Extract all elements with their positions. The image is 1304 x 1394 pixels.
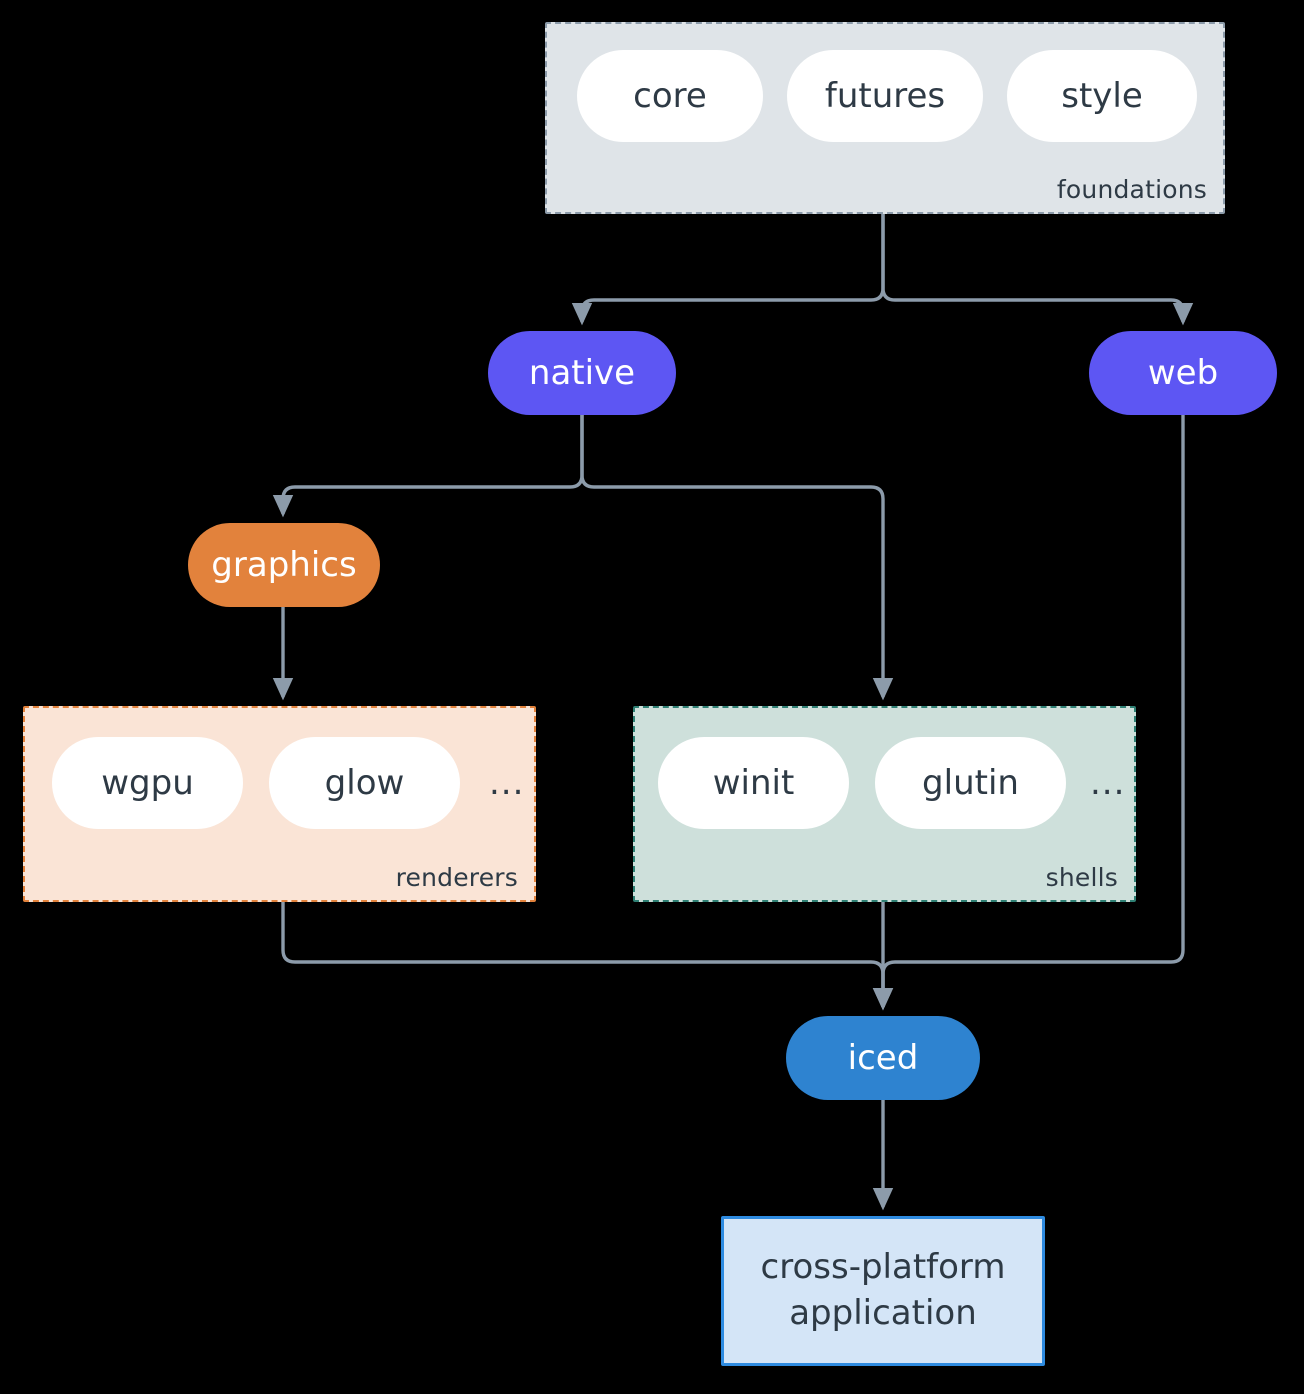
edge-foundations-split <box>571 214 1194 326</box>
node-glow[interactable]: glow <box>269 737 460 829</box>
node-core[interactable]: core <box>577 50 763 142</box>
node-futures[interactable]: futures <box>787 50 983 142</box>
node-iced[interactable]: iced <box>786 1016 980 1100</box>
node-cross-platform-application[interactable]: cross-platform application <box>721 1216 1045 1366</box>
application-line-2: application <box>789 1293 977 1333</box>
node-wgpu[interactable]: wgpu <box>52 737 243 829</box>
node-winit[interactable]: winit <box>658 737 849 829</box>
group-shells: winit glutin ... shells <box>633 706 1136 902</box>
shells-ellipsis: ... <box>1090 763 1126 803</box>
node-web[interactable]: web <box>1089 331 1277 415</box>
group-label-foundations: foundations <box>1056 175 1207 204</box>
node-glutin[interactable]: glutin <box>875 737 1066 829</box>
node-graphics[interactable]: graphics <box>188 523 380 607</box>
node-style[interactable]: style <box>1007 50 1197 142</box>
group-label-shells: shells <box>1045 863 1118 892</box>
application-line-1: cross-platform <box>760 1247 1006 1288</box>
group-label-renderers: renderers <box>395 863 518 892</box>
group-renderers: wgpu glow ... renderers <box>23 706 536 902</box>
renderers-ellipsis: ... <box>489 763 525 803</box>
edge-renderers-iced <box>281 902 894 1011</box>
node-native[interactable]: native <box>488 331 676 415</box>
group-foundations: core futures style foundations <box>545 22 1225 214</box>
